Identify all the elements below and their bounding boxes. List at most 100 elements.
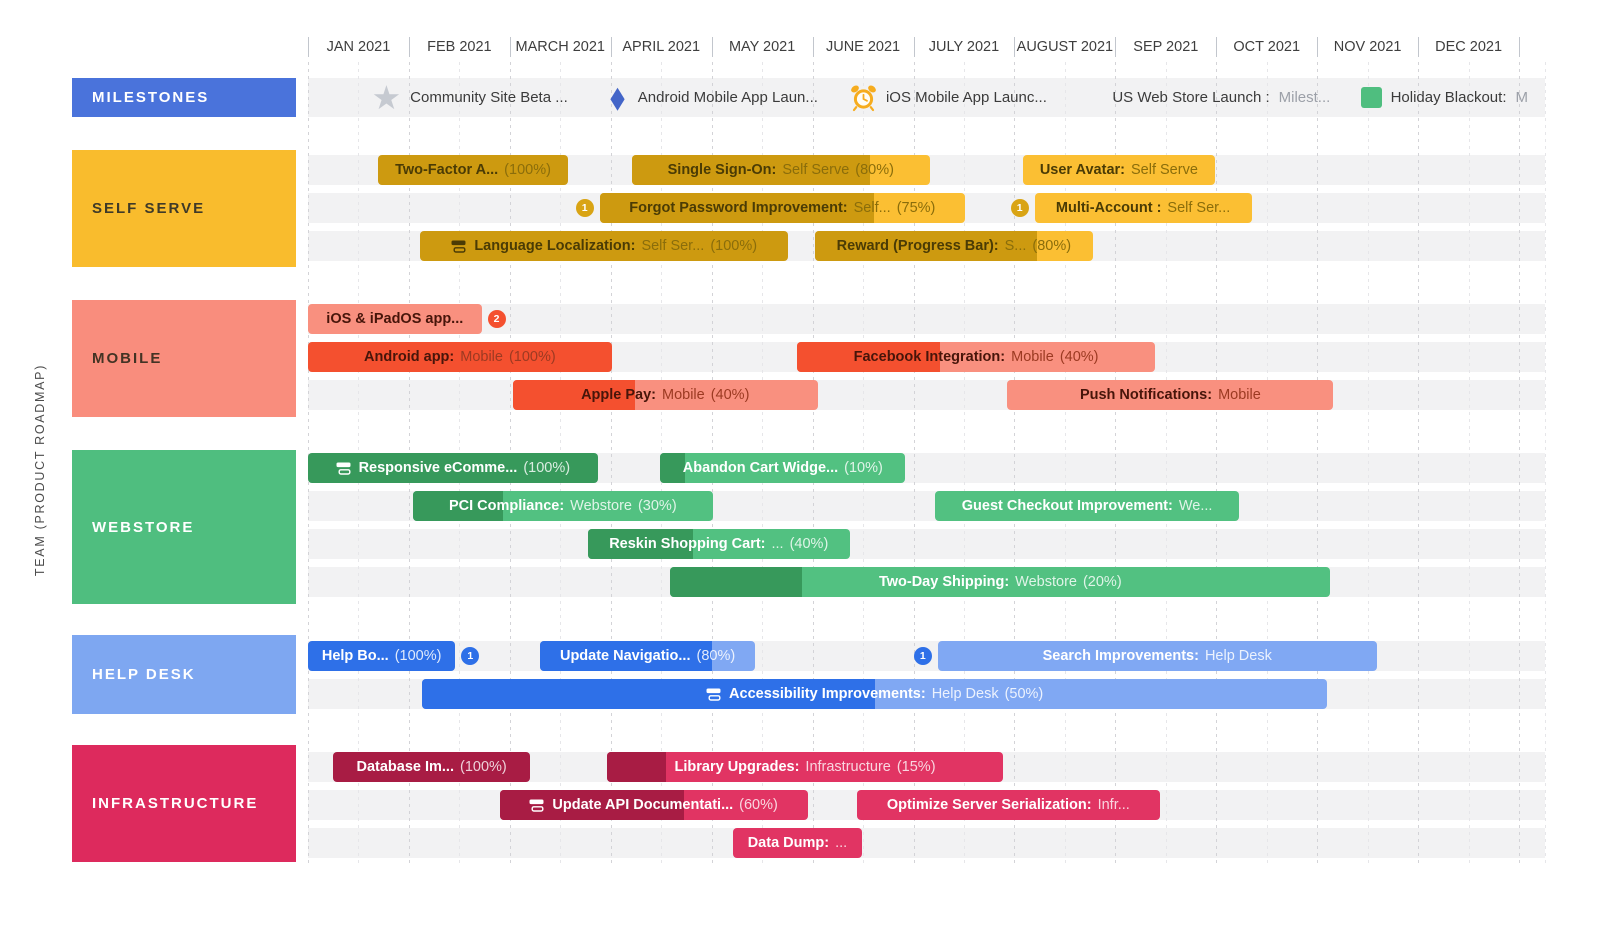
- count-badge[interactable]: 1: [1010, 199, 1029, 217]
- task-bar-infrastructure[interactable]: Data Dump:...: [732, 828, 863, 858]
- progress-fill: [540, 641, 713, 671]
- task-bar-self-serve[interactable]: Multi-Account :Self Ser...: [1034, 193, 1252, 223]
- task-bar-self-serve[interactable]: User Avatar:Self Serve: [1022, 155, 1216, 185]
- task-bar-help-desk[interactable]: Search Improvements:Help Desk: [937, 641, 1377, 671]
- progress-fill: [422, 679, 875, 709]
- task-bar-mobile[interactable]: Android app:Mobile(100%): [308, 342, 612, 372]
- task-bar-help-desk[interactable]: Accessibility Improvements:Help Desk(50%…: [422, 679, 1328, 709]
- task-bar-webstore[interactable]: Two-Day Shipping:Webstore(20%): [670, 567, 1331, 597]
- timeline-tick: [509, 37, 511, 57]
- grid-line: [1545, 62, 1546, 864]
- grid-line: [1014, 62, 1016, 864]
- group-label-webstore[interactable]: WEBSTORE: [72, 450, 296, 604]
- count-badge[interactable]: 2: [487, 310, 506, 328]
- timeline-tick: [812, 37, 814, 57]
- milestone-label: Android Mobile App Laun...: [637, 89, 818, 106]
- task-category: Webstore: [570, 498, 632, 514]
- task-progress-label: (100%): [504, 162, 551, 178]
- task-bar-self-serve[interactable]: Reward (Progress Bar):S...(80%): [814, 231, 1094, 261]
- timeline-month-label: JUNE 2021: [825, 39, 901, 55]
- task-name: Push Notifications:: [1079, 387, 1213, 403]
- count-badge[interactable]: 1: [913, 647, 932, 665]
- task-bar-mobile[interactable]: Push Notifications:Mobile: [1007, 380, 1334, 410]
- task-bar-infrastructure[interactable]: Update API Documentati...(60%): [499, 790, 808, 820]
- milestone-item[interactable]: ◆Android Mobile App Laun...: [606, 78, 818, 117]
- timeline-tick: [1519, 37, 1521, 57]
- task-name: Database Im...: [356, 759, 454, 775]
- timeline-month-label: JULY 2021: [928, 39, 1000, 55]
- subtask-icon: [529, 799, 546, 812]
- task-name: Accessibility Improvements:: [729, 686, 926, 702]
- task-name: User Avatar:: [1039, 162, 1125, 178]
- milestones-track: ★Community Site Beta ... ◆Android Mobile …: [308, 78, 1545, 117]
- task-category: Infr...: [1097, 797, 1130, 813]
- task-bar-mobile[interactable]: iOS & iPadOS app...: [308, 304, 482, 334]
- task-name: Data Dump:: [747, 835, 830, 851]
- task-bar-label: Update Navigatio...(80%): [540, 641, 755, 671]
- task-bar-mobile[interactable]: Apple Pay:Mobile(40%): [512, 380, 818, 410]
- subtask-icon: [706, 688, 723, 701]
- task-bar-label: Reward (Progress Bar):S...(80%): [815, 231, 1094, 261]
- grid-line: [1519, 62, 1521, 864]
- progress-fill: [587, 529, 693, 559]
- count-badge[interactable]: 1: [461, 647, 480, 665]
- task-row-mobile: iOS & iPadOS app... 2: [308, 304, 1545, 334]
- milestone-label: iOS Mobile App Launc...: [885, 89, 1047, 106]
- task-bar-help-desk[interactable]: Update Navigatio...(80%): [540, 641, 756, 671]
- task-bar-infrastructure[interactable]: Library Upgrades:Infrastructure(15%): [606, 752, 1004, 782]
- task-name: Responsive eComme...: [358, 460, 518, 476]
- group-label-self-serve[interactable]: SELF SERVE: [72, 150, 296, 267]
- group-label-mobile[interactable]: MOBILE: [72, 300, 296, 417]
- subtask-icon: [336, 462, 353, 475]
- grid-line: [1216, 62, 1218, 864]
- task-bar-self-serve[interactable]: Forgot Password Improvement:Self...(75%): [599, 193, 965, 223]
- group-label-milestones[interactable]: MILESTONES: [72, 78, 296, 117]
- task-progress-label: (20%): [1082, 574, 1122, 590]
- task-bar-label: Optimize Server Serialization:Infr...: [857, 790, 1160, 820]
- task-progress-label: (10%): [844, 460, 883, 476]
- task-bar-webstore[interactable]: Reskin Shopping Cart:...(40%): [587, 529, 850, 559]
- task-progress-label: (75%): [896, 200, 936, 216]
- milestone-item[interactable]: Holiday Blackout: M: [1360, 78, 1529, 117]
- task-bar-label: User Avatar:Self Serve: [1023, 155, 1216, 185]
- task-name: Single Sign-On:: [667, 162, 777, 178]
- grid-line: [1418, 62, 1420, 864]
- task-bar-mobile[interactable]: Facebook Integration:Mobile(40%): [797, 342, 1155, 372]
- group-label-infrastructure[interactable]: INFRASTRUCTURE: [72, 745, 296, 862]
- milestone-item[interactable]: US Web Store Launch : Milest...: [1112, 78, 1330, 117]
- timeline-tick: [1115, 37, 1117, 57]
- task-name: Library Upgrades:: [674, 759, 800, 775]
- grid-line: [1266, 62, 1268, 864]
- timeline-tick: [408, 37, 410, 57]
- task-bar-self-serve[interactable]: Single Sign-On:Self Serve(80%): [631, 155, 930, 185]
- task-bar-webstore[interactable]: Responsive eComme...(100%): [308, 453, 598, 483]
- task-bar-infrastructure[interactable]: Database Im...(100%): [333, 752, 530, 782]
- task-bar-webstore[interactable]: Abandon Cart Widge...(10%): [660, 453, 906, 483]
- milestone-item[interactable]: ★Community Site Beta ...: [372, 78, 568, 117]
- star-milestone-icon: ★: [371, 79, 402, 116]
- task-row-infrastructure: Data Dump:...: [308, 828, 1545, 858]
- task-bar-label: Data Dump:...: [733, 828, 862, 858]
- milestone-sublabel: M: [1515, 89, 1529, 106]
- task-row-webstore: PCI Compliance:Webstore(30%) Guest Checko…: [308, 491, 1545, 521]
- count-badge[interactable]: 1: [575, 199, 594, 217]
- progress-fill: [499, 790, 685, 820]
- task-bar-webstore[interactable]: Guest Checkout Improvement:We...: [934, 491, 1240, 521]
- task-name: Help Bo...: [321, 648, 389, 664]
- task-progress-label: (60%): [739, 797, 778, 813]
- task-bar-webstore[interactable]: PCI Compliance:Webstore(30%): [412, 491, 713, 521]
- task-name: Search Improvements:: [1042, 648, 1199, 664]
- timeline-tick: [610, 37, 612, 57]
- task-bar-label: Library Upgrades:Infrastructure(15%): [607, 752, 1004, 782]
- task-bar-label: Two-Factor A...(100%): [378, 155, 569, 185]
- milestone-item[interactable]: iOS Mobile App Launc...: [850, 78, 1047, 117]
- progress-fill: [599, 193, 874, 223]
- grid-line: [1064, 62, 1066, 864]
- task-bar-infrastructure[interactable]: Optimize Server Serialization:Infr...: [857, 790, 1160, 820]
- task-bar-self-serve[interactable]: Language Localization:Self Ser...(100%): [420, 231, 789, 261]
- task-name: Android app:: [364, 349, 455, 365]
- task-bar-help-desk[interactable]: Help Bo...(100%): [308, 641, 456, 671]
- group-label-help-desk[interactable]: HELP DESK: [72, 635, 296, 714]
- task-bar-self-serve[interactable]: Two-Factor A...(100%): [377, 155, 569, 185]
